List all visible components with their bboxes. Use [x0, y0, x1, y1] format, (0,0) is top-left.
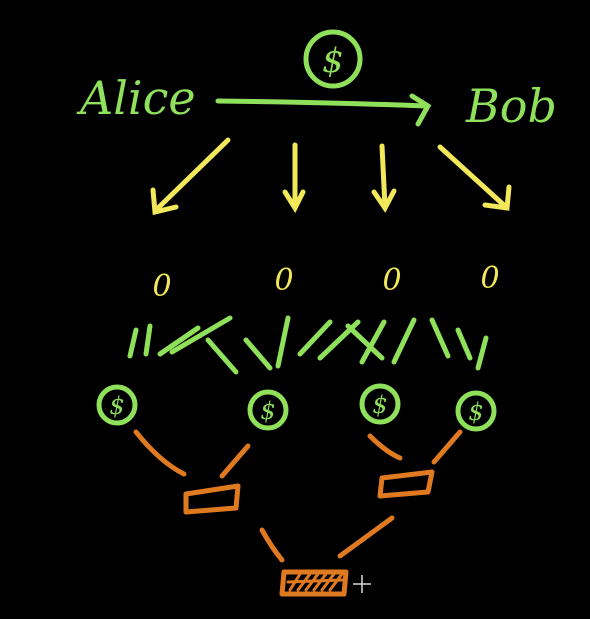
coin-3: $	[359, 383, 401, 425]
coin-4-symbol: $	[468, 398, 483, 426]
split-arrow-4	[437, 144, 512, 211]
split-arrow-1	[150, 137, 231, 216]
final-block	[279, 569, 349, 597]
coin-1-symbol: $	[109, 392, 124, 420]
mixing-strokes	[127, 315, 489, 375]
sender-label: Alice	[76, 71, 196, 125]
split-arrow-2	[282, 142, 306, 214]
split-arrows	[150, 137, 512, 216]
coins-row: $ $ $ $	[96, 383, 497, 432]
node-1: 0	[152, 269, 171, 304]
yellow-nodes: 0 0 0 0	[152, 261, 499, 304]
transfer-arrow	[215, 93, 432, 127]
node-3: 0	[382, 263, 401, 298]
receiver-label: Bob	[465, 79, 557, 133]
block-left	[183, 483, 241, 515]
cursor-crosshair-icon	[353, 575, 371, 593]
coin-2-symbol: $	[260, 397, 275, 425]
block-connectors	[133, 429, 463, 563]
split-arrow-3	[371, 143, 397, 213]
block-right	[377, 469, 435, 499]
coin-4: $	[455, 390, 497, 432]
coin-2: $	[247, 389, 289, 431]
top-coin-symbol: $	[322, 41, 344, 81]
top-coin: $	[303, 29, 363, 89]
coin-1: $	[96, 384, 138, 426]
node-2: 0	[274, 263, 293, 298]
coin-3-symbol: $	[372, 391, 387, 419]
node-4: 0	[480, 261, 499, 296]
